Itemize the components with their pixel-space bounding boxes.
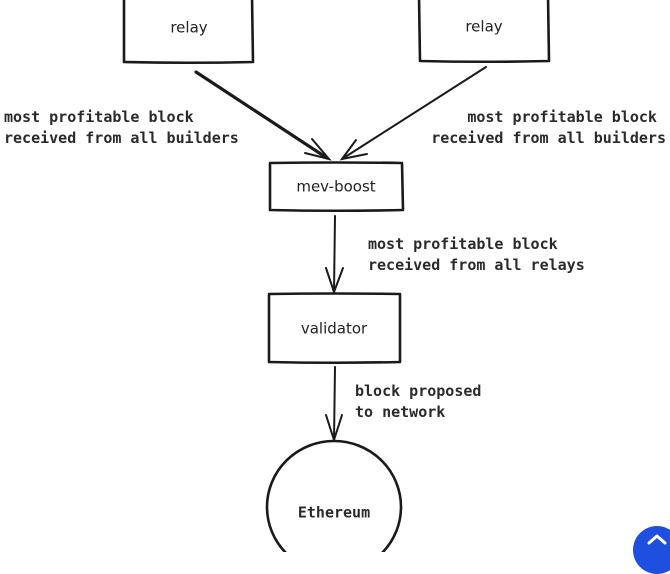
edge-label-right-relay: most profitable block received from all … <box>431 108 666 147</box>
node-mev-boost: mev-boost <box>268 161 405 213</box>
edge-label-right-line2: received from all builders <box>431 129 666 147</box>
edge-label-left-relay: most profitable block received from all … <box>4 108 239 147</box>
node-relay-left-label: relay <box>170 19 207 37</box>
chevron-up-icon <box>647 534 667 545</box>
node-ethereum-label: Ethereum <box>298 504 370 522</box>
edge-label-validator-to-ethereum: block proposed to network <box>355 382 490 421</box>
edge-label-validator-line2: to network <box>355 403 445 421</box>
edge-right-relay-to-mev-boost <box>339 66 487 161</box>
node-validator-label: validator <box>301 320 368 338</box>
scroll-to-top-button[interactable] <box>633 526 670 574</box>
node-relay-right-label: relay <box>465 18 502 36</box>
edge-label-mev-line1: most profitable block <box>368 235 558 253</box>
edge-label-right-line1: most profitable block <box>467 108 657 126</box>
arrowhead-icon <box>339 139 368 161</box>
edge-label-left-line2: received from all builders <box>4 129 239 147</box>
node-validator: validator <box>267 292 402 365</box>
arrow-line <box>333 366 336 441</box>
arrowhead-icon <box>325 267 344 295</box>
mev-boost-flow-diagram: relay relay most profitable block receiv… <box>4 0 666 552</box>
arrow-line <box>341 66 487 160</box>
edge-label-validator-line1: block proposed <box>355 382 481 400</box>
node-mev-boost-label: mev-boost <box>296 178 375 196</box>
node-relay-right: relay <box>417 0 551 64</box>
edge-mev-boost-to-validator <box>325 215 344 295</box>
arrow-line <box>194 70 329 160</box>
edge-left-relay-to-mev-boost <box>194 70 332 161</box>
edge-validator-to-ethereum <box>325 366 343 444</box>
node-ethereum: Ethereum <box>265 439 403 552</box>
edge-label-mev-line2: received from all relays <box>368 256 585 274</box>
node-relay-left: relay <box>122 0 255 65</box>
arrow-line <box>333 215 336 293</box>
arrowhead-icon <box>304 138 332 161</box>
edge-label-mev-to-validator: most profitable block received from all … <box>368 235 585 274</box>
edge-label-left-line1: most profitable block <box>4 108 194 126</box>
